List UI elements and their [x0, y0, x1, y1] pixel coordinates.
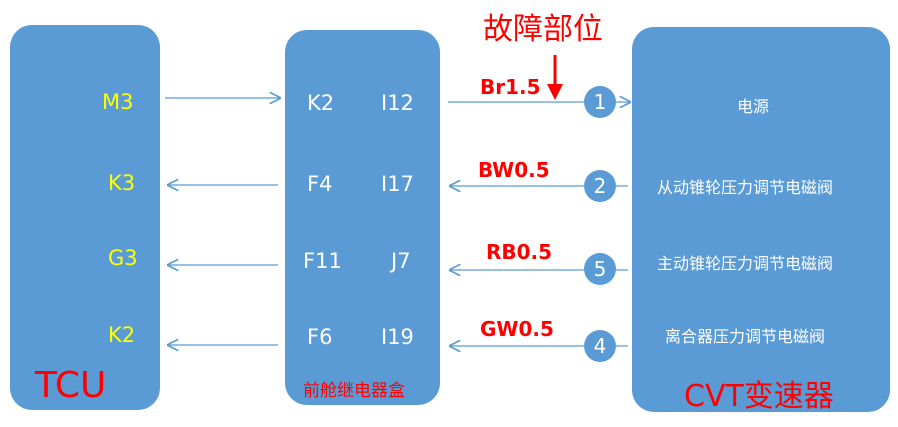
wire-label-4: GW0.5	[480, 317, 554, 341]
relay-row-3-right: J7	[391, 249, 411, 273]
relay-row-1-right: I12	[381, 91, 414, 115]
tcu-title: TCU	[35, 365, 107, 406]
fault-arrow-head	[547, 84, 563, 100]
cvt-box: 电源 从动锥轮压力调节电磁阀 主动锥轮压力调节电磁阀 离合器压力调节电磁阀 CV…	[632, 27, 890, 414]
wire-label-3: RB0.5	[486, 240, 553, 264]
cvt-item-power: 电源	[737, 97, 770, 116]
tcu-pin-4: K2	[108, 323, 136, 347]
cvt-item-clutch-valve: 离合器压力调节电磁阀	[665, 327, 826, 346]
relay-row-4-left: F6	[307, 325, 333, 349]
cvt-item-primary-pulley-valve: 主动锥轮压力调节电磁阀	[657, 254, 834, 273]
connector-pin-2: 2	[584, 170, 616, 202]
relay-row-2-right: I17	[381, 172, 414, 196]
relay-box-title: 前舱继电器盒	[303, 381, 405, 401]
tcu-pin-3: G3	[108, 246, 138, 270]
wire-label-2: BW0.5	[478, 158, 550, 182]
wire-label-1: Br1.5	[480, 75, 541, 99]
relay-row-4-right: I19	[381, 325, 414, 349]
connector-pin-4: 4	[584, 330, 616, 362]
relay-row-2-left: F4	[307, 172, 333, 196]
connector-pin-1: 1	[584, 86, 616, 118]
relay-row-1-left: K2	[307, 91, 335, 115]
relay-box: K2 I12 F4 I17 F11 J7 F6 I19 前舱继电器盒	[285, 30, 440, 405]
tcu-box: M3 K3 G3 K2 TCU	[10, 25, 160, 410]
tcu-pin-2: K3	[108, 171, 136, 195]
fault-label: 故障部位	[483, 12, 603, 47]
connector-pin-3: 5	[584, 253, 616, 285]
cvt-title: CVT变速器	[684, 379, 834, 414]
tcu-pin-1: M3	[102, 90, 134, 114]
relay-row-3-left: F11	[303, 249, 342, 273]
cvt-item-secondary-pulley-valve: 从动锥轮压力调节电磁阀	[657, 178, 834, 197]
